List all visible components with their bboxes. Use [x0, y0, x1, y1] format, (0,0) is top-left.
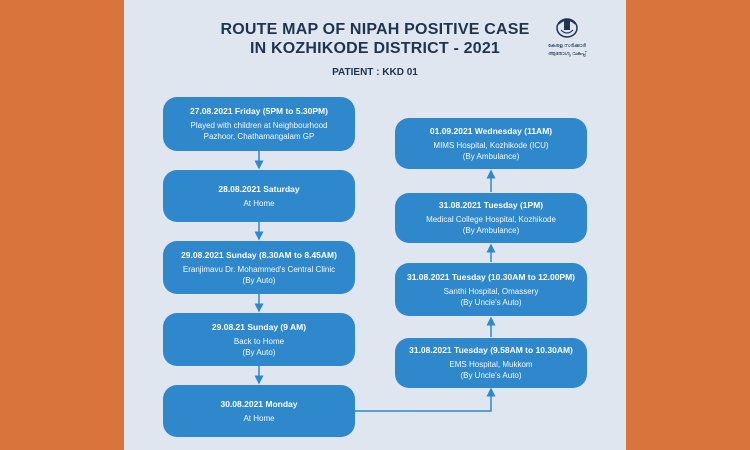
node-date: 31.08.2021 Tuesday (10.30AM to 12.00PM) [406, 271, 576, 282]
node-line: Pazhoor, Chathamangalam GP [203, 132, 315, 141]
node-date: 29.08.2021 Sunday (8.30AM to 8.45AM) [181, 249, 337, 260]
kerala-emblem-logo: കേരള സർക്കാർ ആരോഗ്യ വകുപ്പ് [542, 14, 592, 64]
node-line: (By Auto) [242, 347, 276, 357]
node-date: 01.09.2021 Wednesday (11AM) [429, 125, 553, 136]
title-line-1: ROUTE MAP OF NIPAH POSITIVE CASE [220, 21, 530, 38]
node-line: (By Ambulance) [462, 226, 520, 235]
route-node-right-1: 01.09.2021 Wednesday (11AM) MIMS Hospita… [395, 118, 587, 169]
route-map-panel: ROUTE MAP OF NIPAH POSITIVE CASE IN KOZH… [124, 0, 626, 450]
route-node-left-4: 29.08.21 Sunday (9 AM) Back to Home (By … [163, 313, 355, 366]
node-line: Medical College Hospital, Kozhikode [426, 215, 556, 224]
node-line: At Home [243, 413, 275, 423]
node-line: Back to Home [233, 336, 285, 346]
route-node-left-3: 29.08.2021 Sunday (8.30AM to 8.45AM) Era… [163, 241, 355, 294]
node-line: MIMS Hospital, Kozhikode (ICU) [433, 140, 549, 150]
route-node-left-5: 30.08.2021 Monday At Home [163, 385, 355, 437]
node-date: 27.08.2021 Friday (5PM to 5.30PM) [190, 106, 328, 116]
node-date: 31.08.2021 Tuesday (9.58AM to 10.30AM) [409, 345, 573, 355]
page-title: ROUTE MAP OF NIPAH POSITIVE CASE IN KOZH… [124, 20, 626, 58]
node-line: Played with children at Neighbourhood [190, 121, 328, 130]
route-node-right-2: 31.08.2021 Tuesday (1PM) Medical College… [395, 193, 587, 243]
node-line: (By Uncle's Auto) [460, 371, 522, 380]
emblem-text-2: ആരോഗ്യ വകുപ്പ് [548, 51, 587, 58]
node-line: At Home [243, 198, 275, 208]
route-connectors [254, 151, 496, 412]
node-date: 31.08.2021 Tuesday (1PM) [438, 200, 544, 210]
node-line: (By Uncle's Auto) [460, 297, 522, 307]
route-node-right-4: 31.08.2021 Tuesday (9.58AM to 10.30AM) E… [395, 338, 587, 388]
route-node-left-2: 28.08.2021 Saturday At Home [163, 170, 355, 222]
emblem-text-1: കേരള സർക്കാർ [548, 43, 586, 49]
node-date: 29.08.21 Sunday (9 AM) [211, 321, 307, 332]
node-line: (By Ambulance) [462, 151, 520, 161]
route-node-right-3: 31.08.2021 Tuesday (10.30AM to 12.00PM) … [395, 263, 587, 316]
route-node-left-1: 27.08.2021 Friday (5PM to 5.30PM) Played… [163, 97, 355, 151]
title-line-2: IN KOZHIKODE DISTRICT - 2021 [249, 40, 501, 57]
arrow-left-to-right [355, 387, 496, 412]
node-line: EMS Hospital, Mukkom [449, 360, 533, 369]
node-line: (By Auto) [242, 275, 276, 285]
node-line: Santhi Hospital, Omassery [443, 286, 539, 296]
node-date: 28.08.2021 Saturday [218, 183, 300, 194]
node-date: 30.08.2021 Monday [220, 398, 298, 409]
patient-id: PATIENT : KKD 01 [332, 67, 418, 78]
node-line: Eranjimavu Dr. Mohammed's Central Clinic [182, 264, 336, 274]
